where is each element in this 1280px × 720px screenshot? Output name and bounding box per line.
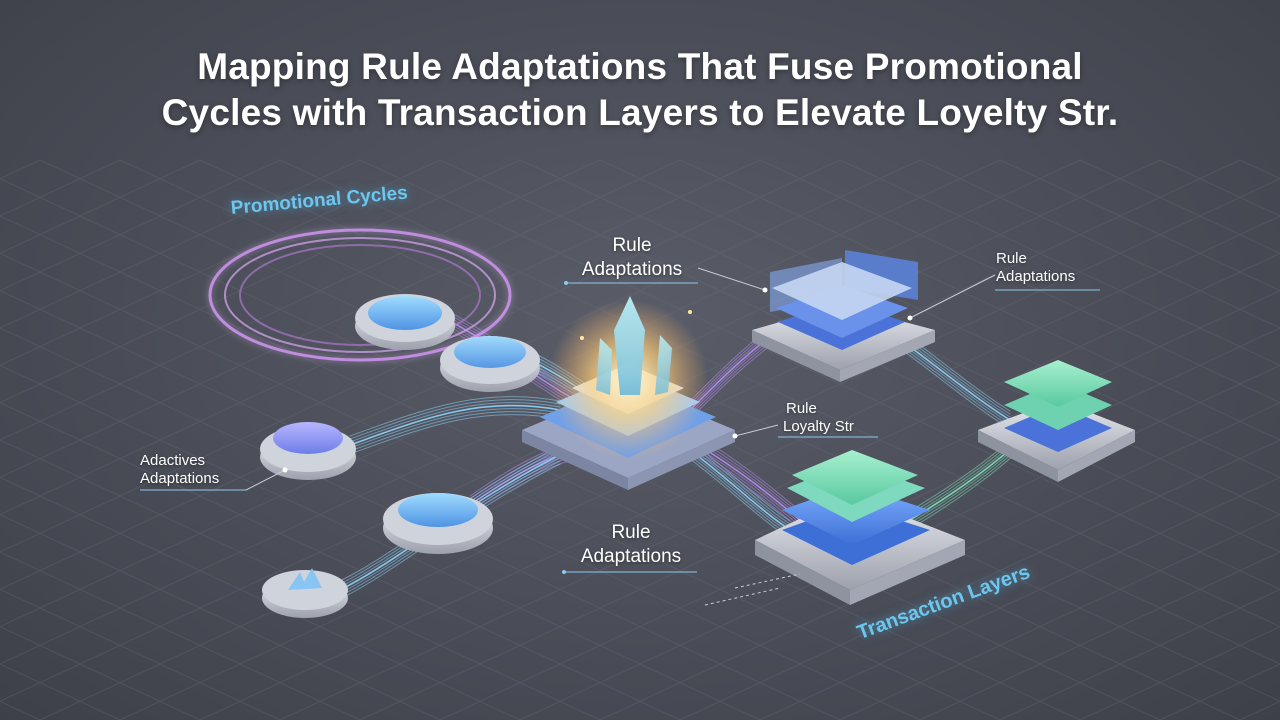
grid-line	[599, 159, 1280, 478]
grid-line	[0, 364, 761, 720]
grid-line	[759, 476, 1280, 720]
label-left: Adactives Adaptations	[140, 452, 220, 487]
flow-line	[349, 404, 561, 446]
grid-line	[279, 252, 1280, 720]
grid-line	[0, 159, 281, 292]
grid-line	[359, 159, 1280, 590]
grid-line	[919, 159, 1280, 329]
flow-line	[349, 407, 561, 449]
grid-line	[0, 252, 1001, 720]
flow-line	[349, 398, 561, 440]
flow-line	[349, 413, 561, 455]
flow-line	[689, 442, 801, 524]
grid-line	[679, 159, 1280, 441]
right-layer-stack	[978, 360, 1135, 482]
grid-line	[0, 439, 601, 720]
label-mid-right: Rule Loyalty Str	[783, 400, 854, 435]
grid-line	[999, 159, 1280, 292]
grid-line	[359, 290, 1280, 720]
central-rule-hub	[522, 296, 735, 490]
flow-line	[689, 452, 791, 534]
grid-line	[999, 588, 1280, 720]
disk-node-3	[260, 422, 356, 480]
grid-line	[0, 159, 1081, 665]
grid-line	[0, 551, 361, 720]
callout-leaders	[140, 267, 1100, 606]
flow-line	[349, 401, 561, 443]
flow-line	[349, 410, 561, 452]
label-top-right: Rule Adaptations	[996, 250, 1076, 285]
grid-line	[0, 327, 841, 720]
label-bottom-center: Rule Adaptations	[580, 522, 682, 567]
disk-node-5	[262, 568, 348, 618]
grid-line	[599, 402, 1280, 720]
grid-line	[679, 439, 1280, 720]
page-title: Mapping Rule Adaptations That Fuse Promo…	[0, 44, 1280, 136]
grid-line	[0, 159, 1001, 628]
label-top-center: Rule Adaptations	[581, 235, 683, 280]
top-right-layer-stack	[752, 250, 935, 382]
bottom-right-layer-stack	[755, 450, 965, 605]
grid-line	[839, 514, 1280, 720]
grid-line	[0, 476, 521, 720]
grid-line	[199, 159, 1280, 665]
grid-line	[839, 159, 1280, 366]
grid-line	[0, 159, 521, 404]
flow-line	[349, 395, 561, 437]
flow-line	[689, 446, 791, 528]
grid-line	[0, 159, 761, 516]
flow-line	[689, 449, 791, 531]
title-line-1: Mapping Rule Adaptations That Fuse Promo…	[197, 46, 1083, 87]
grid-line	[919, 551, 1280, 720]
grid-line	[199, 215, 1280, 720]
flow-line	[689, 445, 801, 527]
promotional-cycle-rings	[207, 227, 513, 363]
grid-line	[0, 159, 841, 553]
grid-line	[0, 159, 361, 329]
disk-node-2	[440, 336, 540, 392]
disk-node-4	[383, 493, 493, 554]
flow-line	[689, 448, 801, 530]
title-line-2: Cycles with Transaction Layers to Elevat…	[161, 92, 1119, 133]
grid-line	[0, 514, 441, 720]
grid-line	[0, 402, 681, 720]
grid-line	[0, 588, 281, 720]
disk-node-1	[355, 294, 455, 350]
grid-line	[0, 215, 1081, 720]
grid-line	[0, 159, 601, 441]
grid-line	[759, 159, 1280, 404]
